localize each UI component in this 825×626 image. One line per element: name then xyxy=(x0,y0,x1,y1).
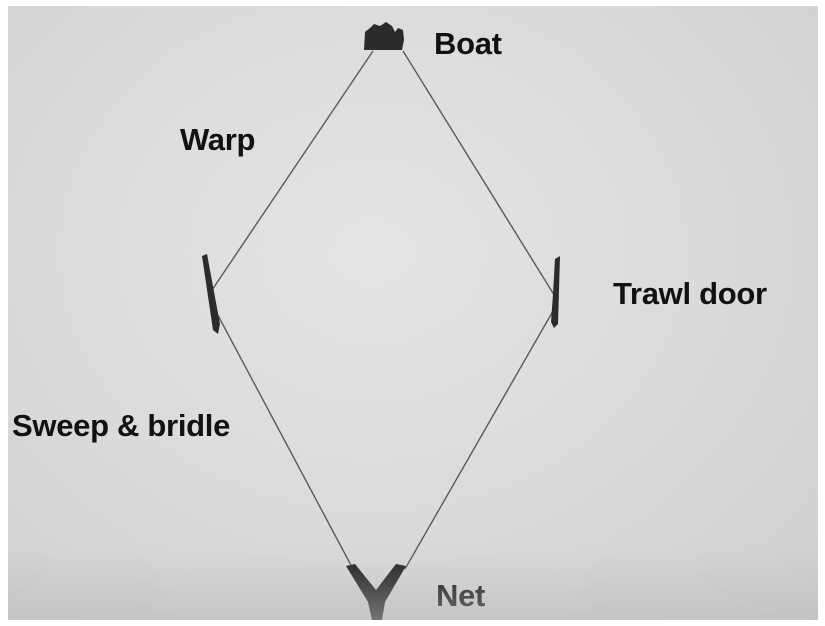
sweep-bridle-line-right xyxy=(404,310,554,570)
net-icon xyxy=(346,564,406,620)
net-label: Net xyxy=(436,578,486,613)
trawl-door-left-icon xyxy=(202,254,220,334)
sweep-bridle-label: Sweep & bridle xyxy=(12,408,231,443)
trawl-door-right-icon xyxy=(551,256,560,328)
diagram-frame: Boat Warp Trawl door Sweep & bridle Net xyxy=(8,6,818,620)
trawl-door-label: Trawl door xyxy=(613,276,767,311)
warp-label: Warp xyxy=(180,122,256,157)
sweep-bridle-line-left xyxy=(212,305,354,570)
warp-line-right xyxy=(402,50,557,299)
boat-label: Boat xyxy=(434,26,502,61)
trawl-rig-diagram xyxy=(202,22,560,620)
warp-line-left xyxy=(209,50,374,294)
boat-icon xyxy=(364,22,404,50)
